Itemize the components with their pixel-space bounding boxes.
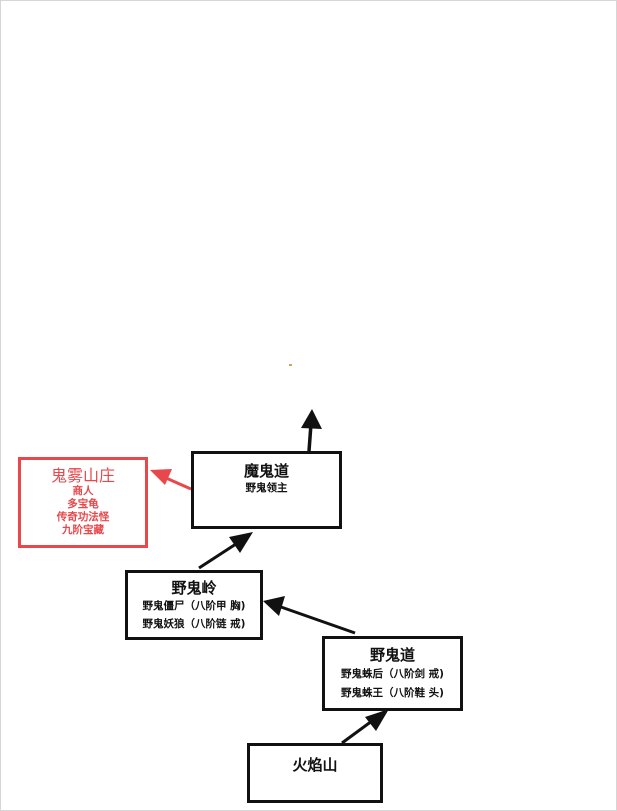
node-guiwu-line-3: 传奇功法怪 [56, 511, 110, 523]
node-yeguidao-line-2: 野鬼蛛王（八阶鞋 头) [341, 687, 444, 699]
arrow-huoyan-to-yeguidao [341, 709, 389, 745]
node-guiwu-line-2: 多宝龟 [67, 498, 99, 510]
node-guiwu-line-4: 九阶宝藏 [62, 524, 104, 536]
arrow-mogui-up [301, 409, 322, 452]
node-mogui: 魔鬼道 野鬼领主 [191, 451, 342, 529]
arrow-yeguiling-to-mogui [198, 532, 253, 570]
node-guiwu: 鬼雾山庄 商人 多宝龟 传奇功法怪 九阶宝藏 [18, 457, 148, 548]
node-yeguiling: 野鬼岭 野鬼僵尸（八阶甲 胸) 野鬼妖狼（八阶链 戒) [125, 570, 263, 640]
node-guiwu-line-1: 商人 [72, 485, 94, 497]
arrow-mogui-to-guiwu [150, 469, 192, 491]
node-mogui-line-1: 野鬼领主 [245, 482, 288, 494]
node-yeguiling-line-2: 野鬼妖狼（八阶链 戒) [142, 618, 246, 630]
node-yeguidao: 野鬼道 野鬼蛛后（八阶剑 戒) 野鬼蛛王（八阶鞋 头) [322, 636, 463, 711]
node-yeguidao-title: 野鬼道 [369, 646, 415, 664]
node-huoyan-title: 火焰山 [292, 756, 338, 774]
node-yeguidao-line-1: 野鬼蛛后（八阶剑 戒) [341, 668, 444, 680]
node-mogui-title: 魔鬼道 [243, 462, 289, 480]
node-yeguiling-title: 野鬼岭 [171, 579, 217, 597]
arrow-yeguidao-to-yeguiling [263, 596, 356, 635]
stray-mark [289, 364, 292, 366]
node-yeguiling-line-1: 野鬼僵尸（八阶甲 胸) [142, 600, 246, 612]
node-huoyan: 火焰山 [247, 743, 383, 803]
node-guiwu-title: 鬼雾山庄 [50, 466, 115, 485]
